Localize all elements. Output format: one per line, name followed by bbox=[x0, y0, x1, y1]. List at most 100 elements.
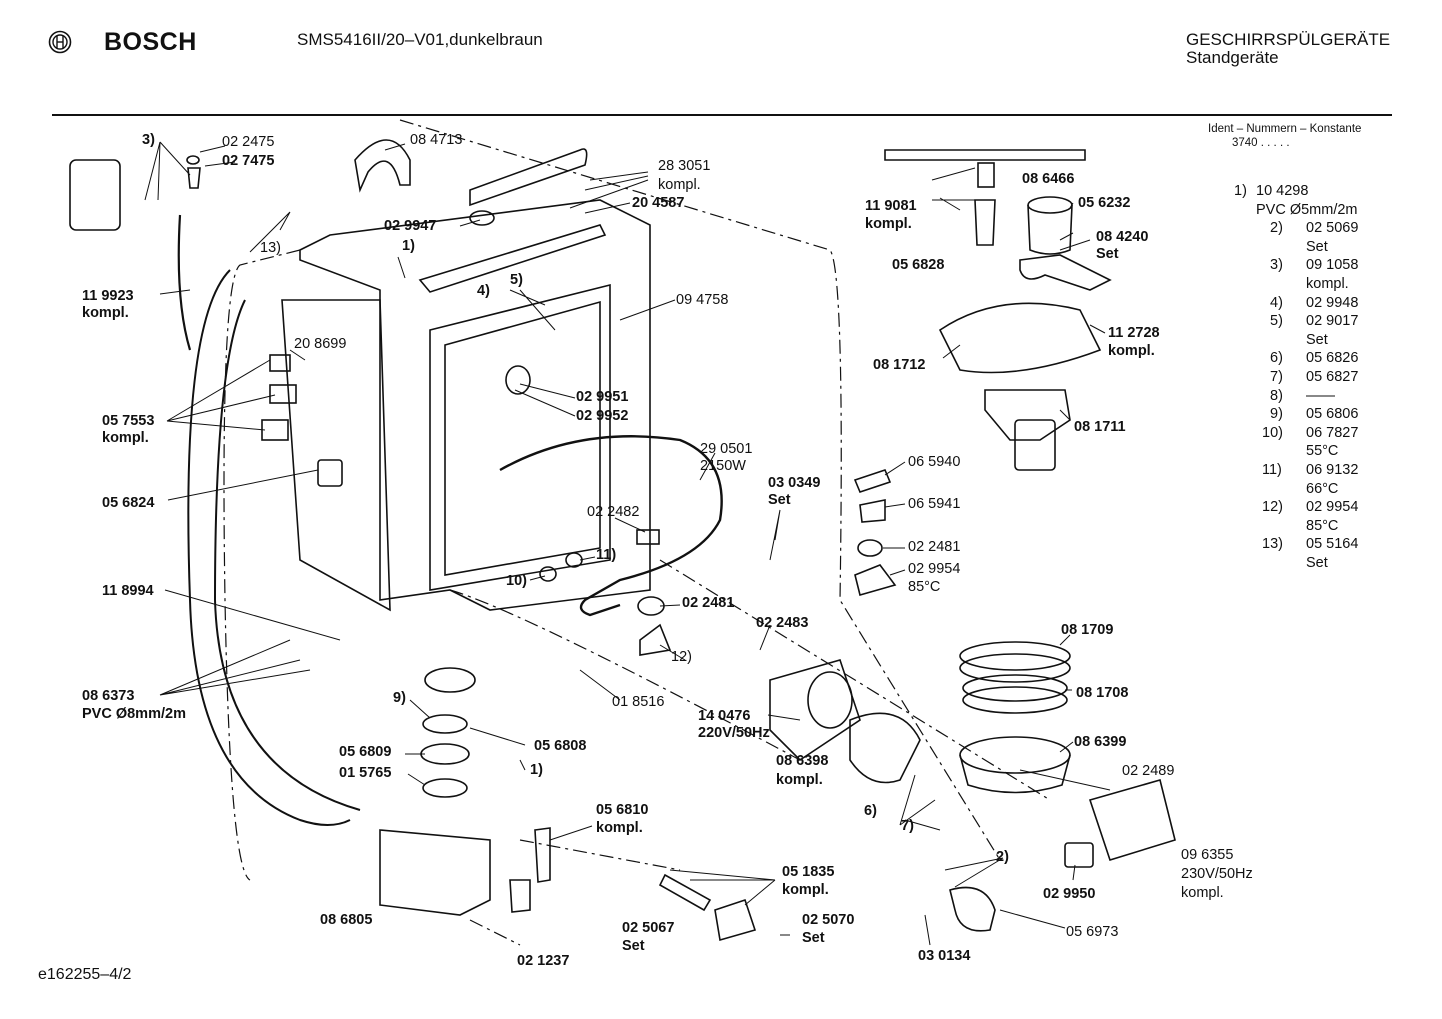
part-label-l02: 02 2475 bbox=[222, 134, 275, 150]
part-label-l82: 05 6973 bbox=[1066, 924, 1119, 940]
switch-block-3 bbox=[261, 419, 289, 441]
part-label-l08: 02 9947 bbox=[384, 218, 437, 234]
microfilter-cup bbox=[1027, 196, 1073, 214]
legend-value: 05 6806 bbox=[1306, 406, 1359, 423]
grommet bbox=[857, 539, 883, 557]
legend-key: 7) bbox=[1270, 368, 1283, 385]
part-label-l19: 05 7553 bbox=[102, 413, 155, 429]
part-label-l77: 2) bbox=[996, 849, 1009, 865]
part-label-l83: 03 0134 bbox=[918, 948, 971, 964]
part-label-l41: kompl. bbox=[782, 882, 829, 898]
sensor-12 bbox=[639, 623, 672, 656]
part-label-l45: 02 5070 bbox=[802, 912, 855, 928]
part-label-l11: 4) bbox=[477, 283, 490, 299]
legend-value: 05 5164 bbox=[1306, 536, 1359, 553]
part-label-l79: 230V/50Hz bbox=[1181, 866, 1253, 882]
upper-tube bbox=[418, 224, 607, 293]
hose-left bbox=[177, 214, 192, 351]
part-label-l31: PVC Ø8mm/2m bbox=[82, 706, 186, 722]
part-label-l67: 08 1709 bbox=[1061, 622, 1114, 638]
part-label-l60: 03 0349 bbox=[768, 475, 821, 491]
part-label-l69: 14 0476 bbox=[698, 708, 751, 724]
terminal-block bbox=[636, 529, 660, 545]
part-label-l74: 02 2489 bbox=[1122, 763, 1175, 779]
model-designation: SMS5416II/20–V01,dunkelbraun bbox=[297, 30, 543, 49]
category-subtitle: Standgeräte bbox=[1186, 48, 1279, 67]
sump-bowl-body bbox=[959, 754, 1071, 794]
part-label-l51: 05 6232 bbox=[1078, 195, 1131, 211]
blanking-seal bbox=[505, 365, 531, 395]
part-label-l38: 05 6810 bbox=[596, 802, 649, 818]
heater-element bbox=[499, 435, 723, 617]
level-float bbox=[534, 827, 551, 883]
legend-value: 02 9948 bbox=[1306, 294, 1359, 311]
part-label-l12: 5) bbox=[510, 272, 523, 288]
ident-heading: Ident – Nummern – Konstante bbox=[1208, 123, 1362, 135]
part-label-l46: Set bbox=[802, 930, 825, 946]
legend-value: 55°C bbox=[1306, 443, 1339, 460]
cabinet-phantom-outline bbox=[223, 119, 1051, 946]
sensor-11 bbox=[565, 552, 583, 568]
tub-door-frame bbox=[429, 283, 611, 591]
filter-ring-upper-2 bbox=[959, 653, 1071, 683]
pump-top bbox=[424, 667, 476, 693]
filter-ring-upper bbox=[959, 641, 1071, 671]
coarse-filter bbox=[984, 389, 1071, 441]
part-label-l15: 20 8699 bbox=[294, 336, 347, 352]
part-label-l09: 13) bbox=[260, 240, 281, 256]
drain-tube bbox=[658, 873, 712, 912]
legend-key: 1) bbox=[1234, 183, 1247, 199]
part-label-l36: 01 5765 bbox=[339, 765, 392, 781]
part-label-l26: 10) bbox=[506, 573, 527, 589]
filter-ring-lower-2 bbox=[962, 686, 1068, 714]
thermostat-holder bbox=[859, 499, 886, 523]
spray-arm-hub bbox=[977, 162, 995, 188]
part-label-l54: 05 6828 bbox=[892, 257, 945, 273]
part-label-l22: 2150W bbox=[700, 458, 746, 474]
legend-key: 2) bbox=[1270, 220, 1283, 237]
coarse-filter-tube bbox=[1014, 419, 1056, 471]
control-module bbox=[317, 459, 343, 487]
part-label-l76: 7) bbox=[901, 818, 914, 834]
microfilter-cup-body bbox=[1027, 204, 1073, 255]
part-label-l48: 08 6466 bbox=[1022, 171, 1075, 187]
part-label-l47: 02 1237 bbox=[517, 953, 570, 969]
header-divider bbox=[52, 114, 1392, 116]
legend-key: 10) bbox=[1262, 424, 1283, 441]
elbow-hose bbox=[949, 886, 996, 932]
legend-value: 09 1058 bbox=[1306, 257, 1359, 274]
part-label-l68: 08 1708 bbox=[1076, 685, 1129, 701]
legend-key: 5) bbox=[1270, 313, 1283, 330]
part-label-l75: 6) bbox=[864, 803, 877, 819]
legend-value: 85°C bbox=[1306, 517, 1339, 534]
legend-value: 02 9017 bbox=[1306, 313, 1359, 330]
part-label-l71: 08 6399 bbox=[1074, 734, 1127, 750]
part-label-l40: 05 1835 bbox=[782, 864, 835, 880]
hose-loop-2 bbox=[213, 299, 361, 811]
legend-value: —— bbox=[1306, 387, 1335, 404]
spray-arm-connector bbox=[974, 199, 996, 246]
hose-loop bbox=[187, 269, 351, 826]
part-label-l81: 02 9950 bbox=[1043, 886, 1096, 902]
legend-value: 66°C bbox=[1306, 480, 1339, 497]
bottom-part-1 bbox=[509, 879, 531, 913]
valve-fitting bbox=[1064, 842, 1094, 868]
part-label-l53: Set bbox=[1096, 246, 1119, 262]
part-label-l14: kompl. bbox=[82, 305, 129, 321]
part-label-l78: 09 6355 bbox=[1181, 847, 1234, 863]
legend-value: 06 7827 bbox=[1306, 424, 1359, 441]
part-label-l23: 05 6824 bbox=[102, 495, 155, 511]
part-label-l72: 08 6398 bbox=[776, 753, 829, 769]
legend-value: 05 6827 bbox=[1306, 368, 1359, 385]
part-label-l04: 08 4713 bbox=[410, 132, 463, 148]
part-label-l65: 85°C bbox=[908, 579, 941, 595]
part-label-l70: 220V/50Hz bbox=[698, 725, 770, 741]
salt-container-cap bbox=[187, 167, 201, 189]
legend-value: 10 4298 bbox=[1256, 183, 1309, 199]
legend-value: 06 9132 bbox=[1306, 461, 1359, 478]
pump-ring-1 bbox=[422, 714, 468, 734]
part-label-l44: Set bbox=[622, 938, 645, 954]
part-label-l06: kompl. bbox=[658, 177, 701, 193]
part-label-l30: 08 6373 bbox=[82, 688, 135, 704]
legend-key: 11) bbox=[1262, 461, 1282, 478]
